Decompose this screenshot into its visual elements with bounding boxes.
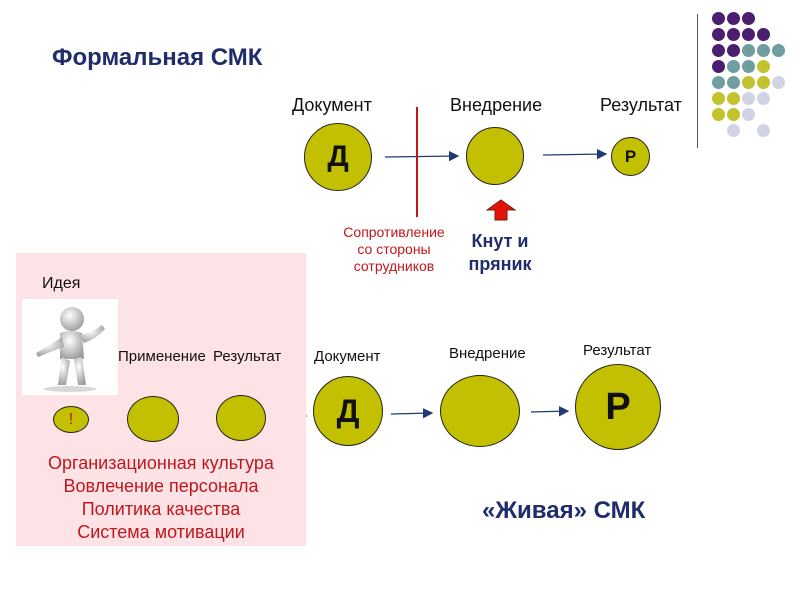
living-implementation-circle <box>440 375 520 447</box>
formal-qms-title: Формальная СМК <box>52 44 263 71</box>
formal-document-label: Документ <box>292 95 372 115</box>
living-implementation-label: Внедрение <box>449 345 526 362</box>
application-label: Применение <box>118 348 206 365</box>
factor-item: Система мотивации <box>77 522 245 542</box>
factor-item: Организационная культура <box>48 453 274 473</box>
formal-arrow-impl-to-result <box>542 148 608 160</box>
up-arrow-icon <box>486 199 516 221</box>
formal-arrow-doc-to-impl <box>384 150 460 162</box>
formal-result-circle: Р <box>611 137 650 176</box>
application-circle <box>127 396 179 442</box>
formal-document-circle: Д <box>304 123 372 191</box>
decorative-vertical-line <box>697 14 698 148</box>
whip-and-carrot-label: Кнут и пряник <box>468 231 532 274</box>
small-result-label: Результат <box>213 348 282 365</box>
formal-result-label: Результат <box>600 95 682 115</box>
factor-item: Вовлечение персонала <box>63 476 259 496</box>
idea-exclaim-box: ! <box>53 406 89 433</box>
formal-implementation-label: Внедрение <box>450 95 543 115</box>
living-arrow-4 <box>390 408 434 419</box>
small-result-circle <box>216 395 266 441</box>
living-document-circle: Д <box>313 376 383 446</box>
idea-label: Идея <box>42 275 81 292</box>
living-result-label: Результат <box>583 342 652 359</box>
resistance-note: Сопротивление со стороны сотрудников <box>343 224 445 274</box>
living-qms-title: «Живая» СМК <box>482 497 646 524</box>
person-pointing-icon <box>22 299 118 395</box>
formal-implementation-circle <box>466 127 524 185</box>
living-result-circle: Р <box>575 364 661 450</box>
living-arrow-5 <box>530 406 570 417</box>
decorative-dot-grid <box>700 8 800 137</box>
living-document-label: Документ <box>314 348 381 365</box>
culture-factors: Организационная культура Вовлечение перс… <box>16 452 306 544</box>
factor-item: Политика качества <box>81 499 241 519</box>
